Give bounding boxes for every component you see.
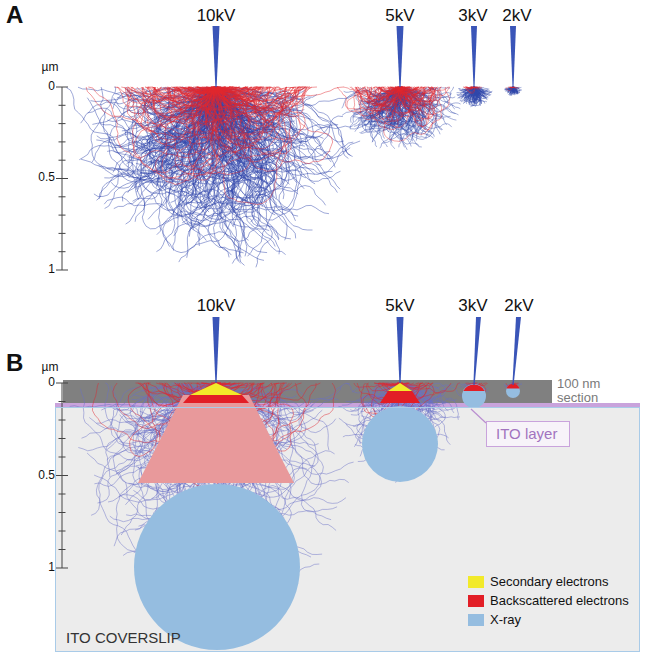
axis-tick <box>56 178 68 179</box>
axis-tick <box>59 438 66 439</box>
axis-ticks <box>56 87 68 568</box>
electron-trajectory <box>463 87 482 93</box>
label: 0.5 <box>38 469 55 482</box>
beam <box>397 317 404 383</box>
label: B <box>6 350 23 376</box>
axis-tick <box>59 401 66 402</box>
callout-box: ITO layer <box>486 421 570 447</box>
label: 0.5 <box>38 171 55 184</box>
xray-volume <box>506 384 520 398</box>
axis-tick <box>59 494 66 495</box>
axis-tick <box>56 568 68 569</box>
electron-trajectory <box>457 87 493 107</box>
axis-tick <box>59 105 66 106</box>
node-text: ITO layer <box>496 425 560 442</box>
electron-trajectory <box>86 87 344 205</box>
legend-text: Secondary electrons <box>490 574 609 589</box>
label: 1 <box>48 263 55 276</box>
label: µm <box>42 361 59 374</box>
trajectories-a <box>66 87 522 267</box>
electron-trajectory <box>338 383 464 483</box>
axis-tick <box>59 512 66 513</box>
backscatter-volume <box>138 395 294 483</box>
electron-trajectory <box>506 87 519 91</box>
axis-tick <box>59 141 66 142</box>
label: 1 <box>48 561 55 574</box>
electron-trajectory <box>504 87 521 96</box>
label: 10kV <box>197 7 236 26</box>
leader-line <box>471 409 486 423</box>
electron-trajectory <box>93 383 336 489</box>
axis-tick <box>59 251 66 252</box>
axis-tick <box>59 160 66 161</box>
axis-tick <box>59 420 66 421</box>
label: 10kV <box>197 297 236 316</box>
label: 100 nm section <box>557 377 615 406</box>
axis-tick <box>59 215 66 216</box>
xray-volume <box>362 406 438 482</box>
beam <box>512 317 521 385</box>
backscatter-cap <box>463 384 484 391</box>
label: µm <box>42 61 59 74</box>
label: 5kV <box>385 297 414 316</box>
axis-tick <box>59 457 66 458</box>
label: 2kV <box>504 297 533 316</box>
beam <box>471 26 477 87</box>
axis-tick <box>59 196 66 197</box>
label: 0 <box>48 80 55 93</box>
label: A <box>6 2 23 28</box>
axis-tick <box>56 87 68 88</box>
legend-row: Secondary electrons <box>468 574 609 589</box>
label: 3kV <box>458 297 487 316</box>
legend-text: X-ray <box>490 612 521 627</box>
axis-tick <box>59 233 66 234</box>
axis-tick <box>56 270 68 271</box>
electron-trajectory <box>66 87 360 267</box>
label: 5kV <box>385 7 414 26</box>
legend-swatch <box>468 576 484 588</box>
backscatter-band <box>183 395 249 403</box>
label: 0 <box>48 376 55 389</box>
beam <box>213 317 220 383</box>
xray-volume <box>462 384 486 408</box>
beam <box>213 26 220 87</box>
legend-row: X-ray <box>468 612 521 627</box>
legend-swatch <box>468 614 484 626</box>
axis-tick <box>56 475 68 476</box>
xray-volume <box>134 484 300 650</box>
axis-tick <box>59 123 66 124</box>
backscatter-band <box>380 391 420 403</box>
label: 3kV <box>458 7 487 26</box>
secondary-volume <box>388 383 412 391</box>
axis-tick <box>56 383 68 384</box>
secondary-volume <box>190 383 242 395</box>
legend-swatch <box>468 595 484 607</box>
beam <box>473 317 481 385</box>
legend-row: Backscattered electrons <box>468 593 629 608</box>
legend-text: Backscattered electrons <box>490 593 629 608</box>
axis-tick <box>59 549 66 550</box>
backscatter-volume <box>180 403 252 409</box>
coverslip-fill <box>55 407 640 652</box>
electron-trajectory <box>337 87 449 141</box>
coverslip-region: ITO COVERSLIP ITO layer <box>55 407 640 652</box>
beam <box>397 26 404 87</box>
beam <box>510 26 516 87</box>
node-text: ITO COVERSLIP <box>66 629 181 646</box>
axis-tick <box>59 531 66 532</box>
signal-volumes <box>134 383 520 650</box>
label: 2kV <box>502 7 531 26</box>
beams <box>213 26 522 385</box>
